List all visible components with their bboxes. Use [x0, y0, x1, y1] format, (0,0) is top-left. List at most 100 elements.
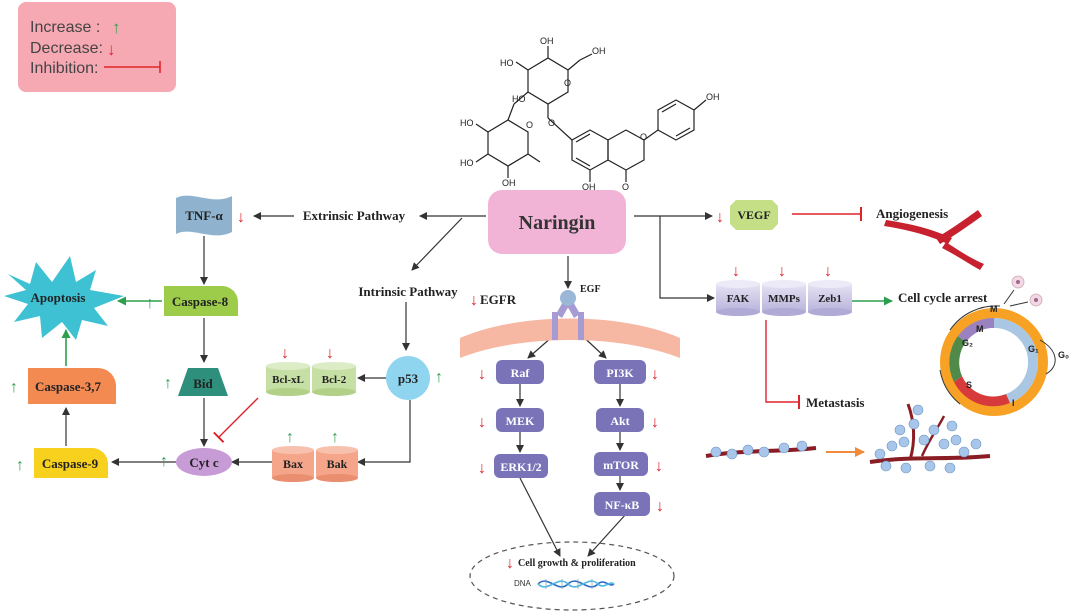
cyt-c-label: Cyt c: [189, 455, 218, 470]
molecule-label: O: [526, 120, 533, 130]
molecule-label: HO: [512, 94, 526, 104]
mmps-label: MMPs: [768, 293, 800, 305]
bid-node: [178, 368, 228, 396]
egf-label: EGF: [580, 284, 601, 295]
raf-node: [496, 360, 544, 384]
bax-node: [272, 446, 314, 482]
extrinsic-pathway-label: Extrinsic Pathway: [303, 208, 406, 223]
nfkb-label: NF-κB: [605, 498, 640, 512]
raf-down-arrow-icon: ↓: [478, 366, 486, 383]
cell-cycle-m-inner: M: [976, 324, 984, 334]
p53-label: p53: [398, 371, 419, 386]
bcl-2-node: [312, 362, 356, 396]
raf-label: Raf: [511, 366, 531, 380]
apoptosis-node: [4, 256, 124, 340]
nfkb-down-arrow-icon: ↓: [656, 498, 664, 515]
cell-cycle-g0: G₀: [1058, 350, 1069, 360]
dividing-cells-icon: [1003, 275, 1043, 307]
bid-up-arrow-icon: ↑: [164, 375, 172, 392]
bcl-xl-node: [266, 362, 310, 396]
cell-cycle-s: S: [966, 380, 972, 390]
fak-down-arrow-icon: ↓: [732, 263, 740, 280]
fak-node: [716, 280, 760, 316]
legend-inhibition-label: Inhibition:: [30, 60, 99, 77]
naringin-structure: [475, 46, 707, 182]
p53-up-arrow-icon: ↑: [435, 369, 443, 386]
tnf-down-arrow-icon: ↓: [237, 209, 245, 226]
mek-down-arrow-icon: ↓: [478, 414, 486, 431]
bcl-xl-down-arrow-icon: ↓: [281, 345, 289, 362]
zeb1-node: [808, 280, 852, 316]
cyt-c-node: [176, 448, 232, 476]
molecule-label: OH: [592, 46, 606, 56]
mek-node: [496, 408, 544, 432]
legend-increase-label: Increase :: [30, 19, 100, 36]
mtor-down-arrow-icon: ↓: [655, 458, 663, 475]
erk-node: [494, 454, 548, 478]
apoptosis-label: Apoptosis: [31, 290, 86, 305]
legend: Increase : ↑ Decrease: ↓ Inhibition:: [18, 2, 176, 92]
mmps-down-arrow-icon: ↓: [778, 263, 786, 280]
zeb1-down-arrow-icon: ↓: [824, 263, 832, 280]
bid-label: Bid: [193, 376, 213, 391]
caspase-8-label: Caspase-8: [172, 294, 229, 309]
mtor-node: [594, 452, 648, 476]
molecule-label: HO: [460, 158, 474, 168]
tnf-alpha-label: TNF-α: [185, 208, 223, 223]
egfr-label: EGFR: [480, 292, 517, 307]
vegf-down-arrow-icon: ↓: [716, 209, 724, 226]
tnf-alpha-node: [176, 195, 232, 236]
molecule-label: O: [564, 78, 571, 88]
caspase-8-node: [164, 286, 238, 316]
erk-label: ERK1/2: [500, 460, 541, 474]
vegf-label: VEGF: [737, 208, 770, 222]
cell-growth-label: Cell growth & proliferation: [518, 558, 636, 569]
pi3k-label: PI3K: [606, 366, 634, 380]
nfkb-node: [594, 492, 650, 516]
molecule-label: OH: [502, 178, 516, 188]
metastasis-label: Metastasis: [806, 395, 865, 410]
cell-cycle-wheel: [939, 305, 1056, 416]
molecule-label: HO: [500, 58, 514, 68]
legend-up-arrow-icon: ↑: [112, 18, 121, 37]
blood-vessel-icon: [884, 210, 984, 270]
cell-cycle-i: I: [1012, 398, 1015, 408]
caspase-8-up-arrow-icon: ↑: [146, 295, 154, 312]
growth-down-arrow-icon: ↓: [506, 555, 514, 572]
cell-membrane: [460, 318, 680, 358]
vegf-node: [730, 200, 778, 230]
akt-down-arrow-icon: ↓: [651, 414, 659, 431]
molecule-label: HO: [460, 118, 474, 128]
caspase-3-7-up-arrow-icon: ↑: [10, 379, 18, 396]
molecule-label: O: [622, 182, 629, 192]
bcl-2-label: Bcl-2: [322, 374, 347, 386]
caspase-9-node: [34, 448, 108, 478]
vessel-early-icon: [705, 440, 817, 460]
molecule-label: O: [640, 132, 647, 142]
legend-inhibition-icon: [104, 61, 161, 73]
zeb1-label: Zeb1: [818, 293, 842, 305]
legend-down-arrow-icon: ↓: [107, 40, 116, 59]
bak-label: Bak: [327, 457, 348, 471]
bax-label: Bax: [283, 457, 303, 471]
molecule-label: OH: [706, 92, 720, 102]
pi3k-node: [594, 360, 646, 384]
mtor-label: mTOR: [603, 458, 639, 472]
caspase-9-up-arrow-icon: ↑: [16, 457, 24, 474]
bax-up-arrow-icon: ↑: [286, 429, 294, 446]
cyt-c-up-arrow-icon: ↑: [160, 453, 168, 470]
caspase-9-label: Caspase-9: [42, 456, 99, 471]
egfr-down-arrow-icon: ↓: [470, 292, 478, 309]
mek-label: MEK: [506, 414, 535, 428]
cell-cycle-g1: G₁: [1028, 344, 1039, 354]
cell-cycle-arrest-label: Cell cycle arrest: [898, 290, 988, 305]
vessel-metastatic-icon: [869, 403, 991, 474]
intrinsic-pathway-label: Intrinsic Pathway: [358, 284, 458, 299]
akt-node: [596, 408, 644, 432]
naringin-structure-labels: OH HO OH O HO O HO HO OH O OH O O OH: [460, 36, 720, 192]
bcl-2-down-arrow-icon: ↓: [326, 345, 334, 362]
naringin-node: [488, 190, 626, 254]
naringin-label: Naringin: [519, 212, 596, 234]
bcl-xl-label: Bcl-xL: [272, 374, 304, 386]
